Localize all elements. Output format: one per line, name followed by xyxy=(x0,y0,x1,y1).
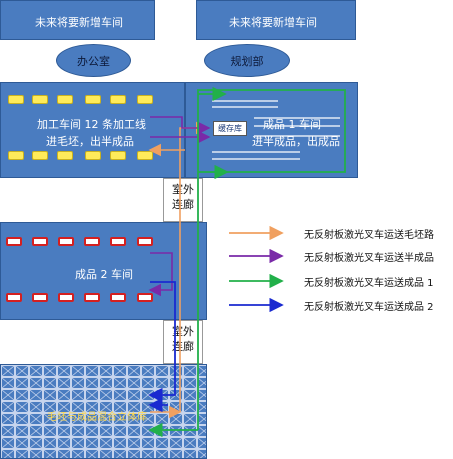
finished-workshop-1-line1: 成品 1 车间 xyxy=(263,118,321,131)
machine-slot xyxy=(32,237,48,246)
planning-ellipse: 规划部 xyxy=(204,44,290,77)
outdoor-corridor-2-label: 室外 连廊 xyxy=(172,325,194,353)
machine-slot xyxy=(84,293,100,302)
machine-slot xyxy=(6,237,22,246)
machine-slot xyxy=(6,293,22,302)
machine-slot xyxy=(57,151,73,160)
legend-label-semi: 无反射板激光叉车运送半成品 xyxy=(304,253,434,264)
route-finished-2 xyxy=(148,281,176,413)
machine-slot xyxy=(58,293,74,302)
future-workshop-left: 未来将要新增车间 xyxy=(0,0,155,40)
outdoor-corridor-1: 室外 连廊 xyxy=(163,178,203,222)
workshop-1-lanes xyxy=(212,100,340,160)
machine-slot xyxy=(137,95,153,104)
legend-label-blanks: 无反射板激光叉车运送毛坯路 xyxy=(304,230,434,241)
machine-slot xyxy=(85,95,101,104)
processing-workshop-line1: 加工车间 12 条加工线 xyxy=(37,118,146,131)
machine-slot xyxy=(110,237,126,246)
legend-label-finished-2: 无反射板激光叉车运送成品 2 xyxy=(304,302,434,313)
machine-slot xyxy=(32,151,48,160)
future-workshop-right-label: 未来将要新增车间 xyxy=(229,16,317,29)
machine-slot xyxy=(137,237,153,246)
route-finished-1 xyxy=(148,86,346,438)
machine-slot xyxy=(110,95,126,104)
machine-slot xyxy=(57,95,73,104)
machine-slot xyxy=(110,151,126,160)
legend-label-finished-1: 无反射板激光叉车运送成品 1 xyxy=(304,278,434,289)
outdoor-corridor-1-label: 室外 连廊 xyxy=(172,183,194,211)
machine-slot xyxy=(32,293,48,302)
machine-slot xyxy=(8,95,24,104)
machine-slot xyxy=(137,293,153,302)
machine-slot xyxy=(32,95,48,104)
machine-slot xyxy=(110,293,126,302)
outdoor-corridor-2: 室外 连廊 xyxy=(163,320,203,364)
legend-arrows xyxy=(229,225,284,313)
machine-slot xyxy=(8,151,24,160)
machine-slot xyxy=(84,237,100,246)
future-workshop-right: 未来将要新增车间 xyxy=(196,0,356,40)
buffer-store: 缓存库 xyxy=(213,121,247,136)
finished-workshop-2-label: 成品 2 车间 xyxy=(75,268,133,281)
finished-workshop-1-line2: 进半成品，出成品 xyxy=(252,135,340,148)
route-semi-finished xyxy=(148,116,211,297)
office-ellipse: 办公室 xyxy=(56,44,131,77)
machine-slot xyxy=(85,151,101,160)
machine-slot xyxy=(58,237,74,246)
mixed-warehouse-label: 毛坯与成品混合立体库 xyxy=(47,412,147,423)
future-workshop-left-label: 未来将要新增车间 xyxy=(35,16,123,29)
processing-workshop-line2: 进毛坯，出半成品 xyxy=(46,135,134,148)
